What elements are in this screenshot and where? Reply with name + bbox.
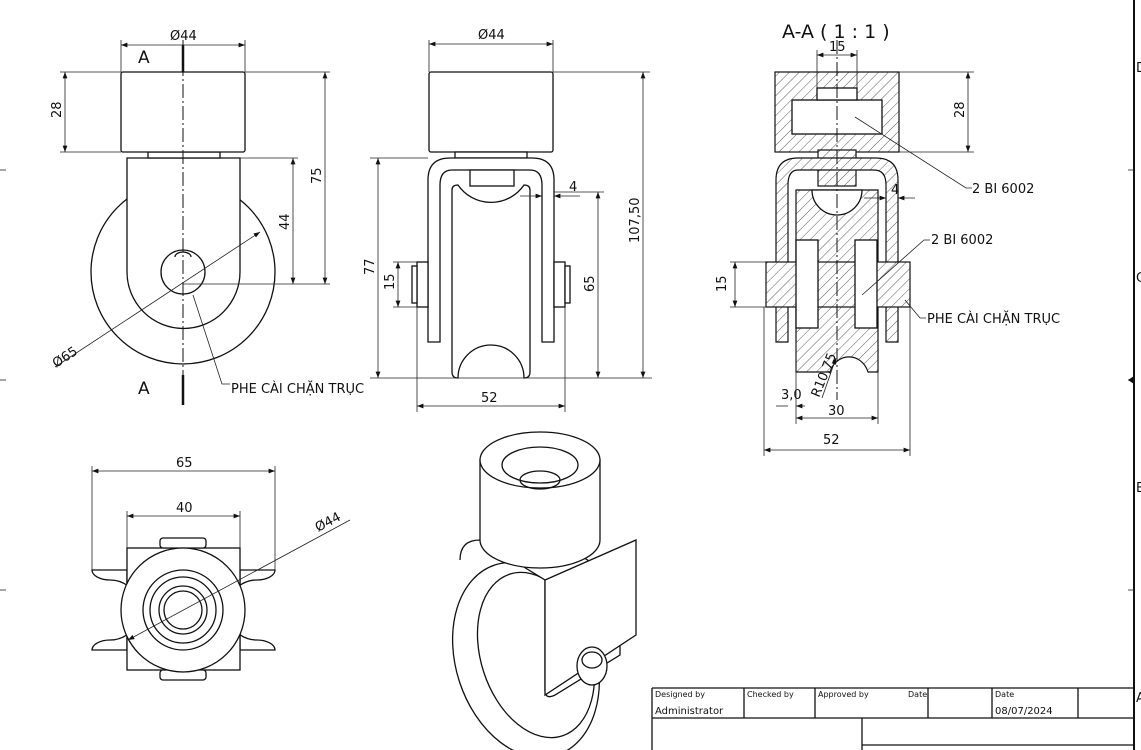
zone-b: B	[1136, 481, 1141, 496]
dim-axle-height: 44	[278, 213, 293, 230]
side-view: Ø44 77 15 4 65 107,50 52	[363, 28, 652, 412]
section-title: A-A ( 1 : 1 )	[782, 21, 890, 43]
approved-by-label: Approved by	[818, 690, 869, 699]
side-dim-inner: 65	[583, 275, 598, 292]
date-label: Date	[995, 690, 1014, 699]
top-dim-body: 40	[176, 501, 193, 516]
side-dim-total: 107,50	[628, 198, 643, 244]
callout-bearing-2: 2 BI 6002	[931, 233, 993, 248]
side-dim-bracket-height: 77	[363, 258, 378, 275]
section-dim-top: 15	[829, 40, 846, 55]
dim-wheel-dia: Ø65	[50, 344, 81, 371]
section-dim-groove: 30	[828, 404, 845, 419]
side-dim-width: 52	[481, 391, 498, 406]
designed-by-label: Designed by	[655, 690, 705, 699]
side-dim-thickness: 4	[569, 180, 577, 195]
zone-d: D	[1136, 61, 1141, 76]
approved-date-label: Date	[908, 690, 927, 699]
section-view: A-A ( 1 : 1 ) 15 28 4 2 BI 6002 2 BI 600…	[715, 21, 1060, 456]
section-dim-offset: 3,0	[781, 388, 802, 403]
top-view: 65 40 Ø44	[91, 456, 351, 681]
title-block: Designed by Administrator Checked by App…	[651, 687, 1134, 750]
top-dim-overall: 65	[176, 456, 193, 471]
checked-by-label: Checked by	[747, 690, 794, 699]
callout-bearing-1: 2 BI 6002	[972, 182, 1034, 197]
dim-total-height: 75	[310, 167, 325, 184]
side-dim-axle-dia: 15	[383, 273, 398, 290]
side-dim-top-dia: Ø44	[478, 28, 505, 43]
section-dim-cap: 28	[953, 101, 968, 118]
section-dim-thickness: 4	[891, 183, 899, 198]
section-callout-clip: PHE CÀI CHẶN TRỤC	[927, 311, 1060, 327]
front-view: A A Ø44 28 75 44 Ø65 PHE CÀI CHẶN TRỤC	[50, 29, 364, 405]
section-dim-axle: 15	[715, 275, 730, 292]
dim-cap-height: 28	[50, 101, 65, 118]
isometric-view	[451, 431, 637, 750]
callout-clip: PHE CÀI CHẶN TRỤC	[231, 381, 364, 397]
dim-top-dia: Ø44	[170, 29, 197, 44]
designed-by-value: Administrator	[655, 706, 724, 717]
zone-a: A	[1136, 691, 1141, 706]
section-mark-top: A	[138, 48, 150, 68]
section-mark-bottom: A	[138, 379, 150, 399]
date-value: 08/07/2024	[995, 706, 1053, 717]
zone-c: C	[1136, 271, 1141, 286]
section-dim-width: 52	[823, 433, 840, 448]
